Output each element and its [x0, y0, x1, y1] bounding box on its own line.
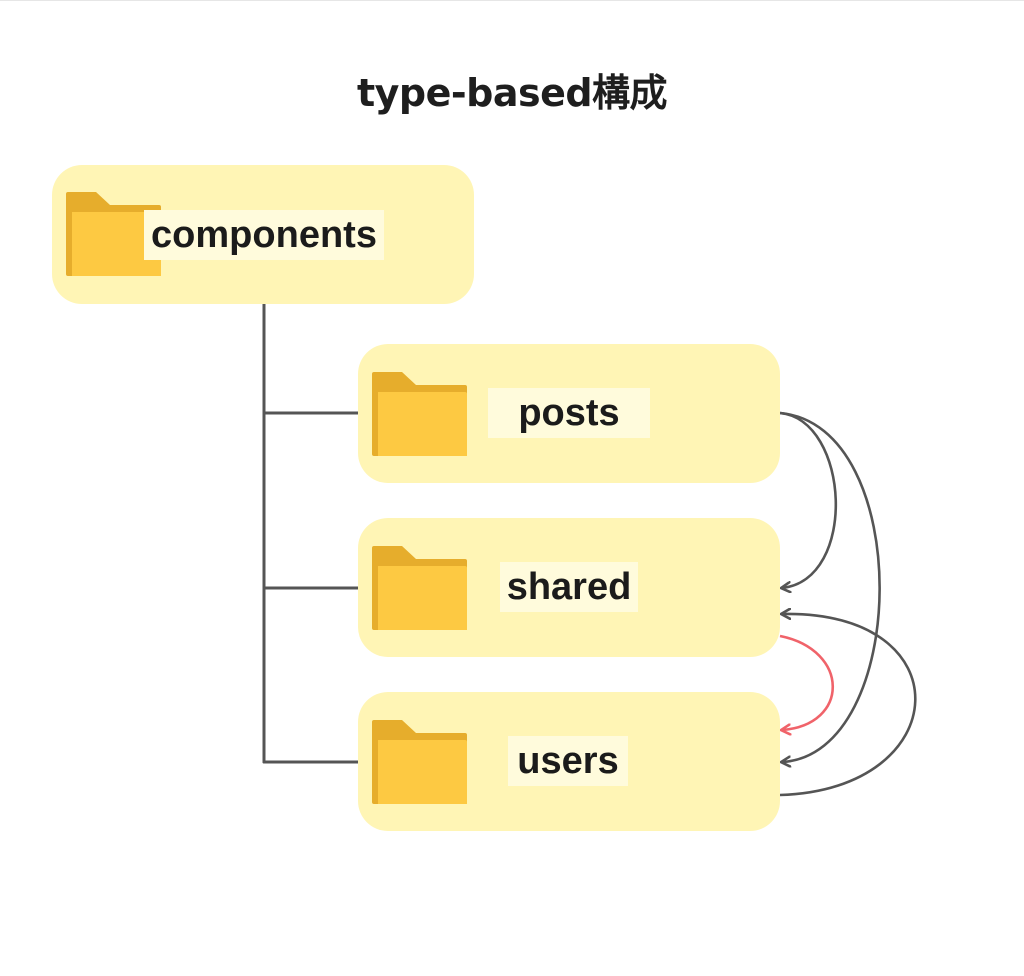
folder-icon — [372, 720, 467, 804]
node-shared: shared — [358, 518, 780, 657]
node-label-shared: shared — [500, 562, 638, 612]
node-users: users — [358, 692, 780, 831]
node-label-components: components — [144, 210, 384, 260]
dependency-users-to-shared — [780, 614, 917, 797]
node-label-posts: posts — [488, 388, 650, 438]
dependency-posts-to-shared — [780, 411, 838, 588]
dependency-posts-to-users — [780, 411, 881, 762]
node-components: components — [52, 165, 474, 304]
folder-icon — [372, 372, 467, 456]
node-posts: posts — [358, 344, 780, 483]
folder-icon — [372, 546, 467, 630]
diagram-title: type-based構成 — [356, 71, 668, 115]
dependency-shared-to-users — [780, 634, 834, 730]
tree-lines — [262, 302, 360, 764]
node-label-users: users — [508, 736, 628, 786]
top-border — [0, 0, 1024, 1]
folder-icon — [66, 192, 161, 276]
